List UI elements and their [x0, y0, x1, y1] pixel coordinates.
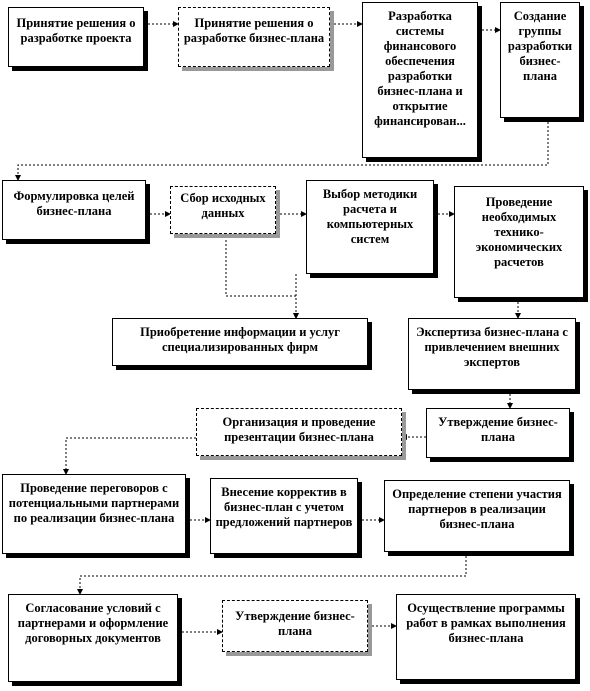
connector-to-b9 [225, 236, 299, 319]
step-collect-data: Сбор исходных данных [170, 186, 276, 234]
step-approve-plan-2: Утверждение бизнес-плана [222, 600, 368, 652]
step-choose-methodology: Выбор методики расчета и компьютерных си… [306, 180, 434, 274]
step-expert-review: Экспертиза бизнес-плана с привлечением в… [408, 318, 576, 390]
step-business-plan-decision: Принятие решения о разработке бизнес-пла… [178, 7, 330, 67]
step-agree-terms: Согласование условий с партнерами и офор… [8, 594, 178, 682]
step-create-team: Создание группы разработки бизнес-плана [500, 2, 580, 118]
step-presentation: Организация и проведение презентации биз… [196, 408, 402, 456]
step-adjust-plan: Внесение корректив в бизнес-план с учето… [210, 478, 358, 554]
step-acquire-info-services: Приобретение информации и услуг специали… [112, 318, 368, 366]
step-financing-system: Разработка системы финансового обеспечен… [362, 2, 478, 158]
step-implementation: Осуществление программы работ в рамках в… [396, 594, 576, 680]
step-tech-econ-calculations: Проведение необходимых технико-экономиче… [454, 186, 584, 298]
step-negotiations: Проведение переговоров с потенциальными … [2, 474, 186, 554]
step-approve-plan-1: Утверждение бизнес-плана [426, 408, 570, 458]
step-project-decision: Принятие решения о разработке проекта [8, 7, 144, 67]
connector-b4-b5 [15, 118, 549, 181]
step-formulate-goals: Формулировка целей бизнес-плана [2, 180, 146, 240]
step-partner-participation: Определение степени участия партнеров в … [384, 480, 570, 552]
connector-b11-b13 [63, 437, 196, 475]
connector-b15-b16 [77, 552, 467, 595]
